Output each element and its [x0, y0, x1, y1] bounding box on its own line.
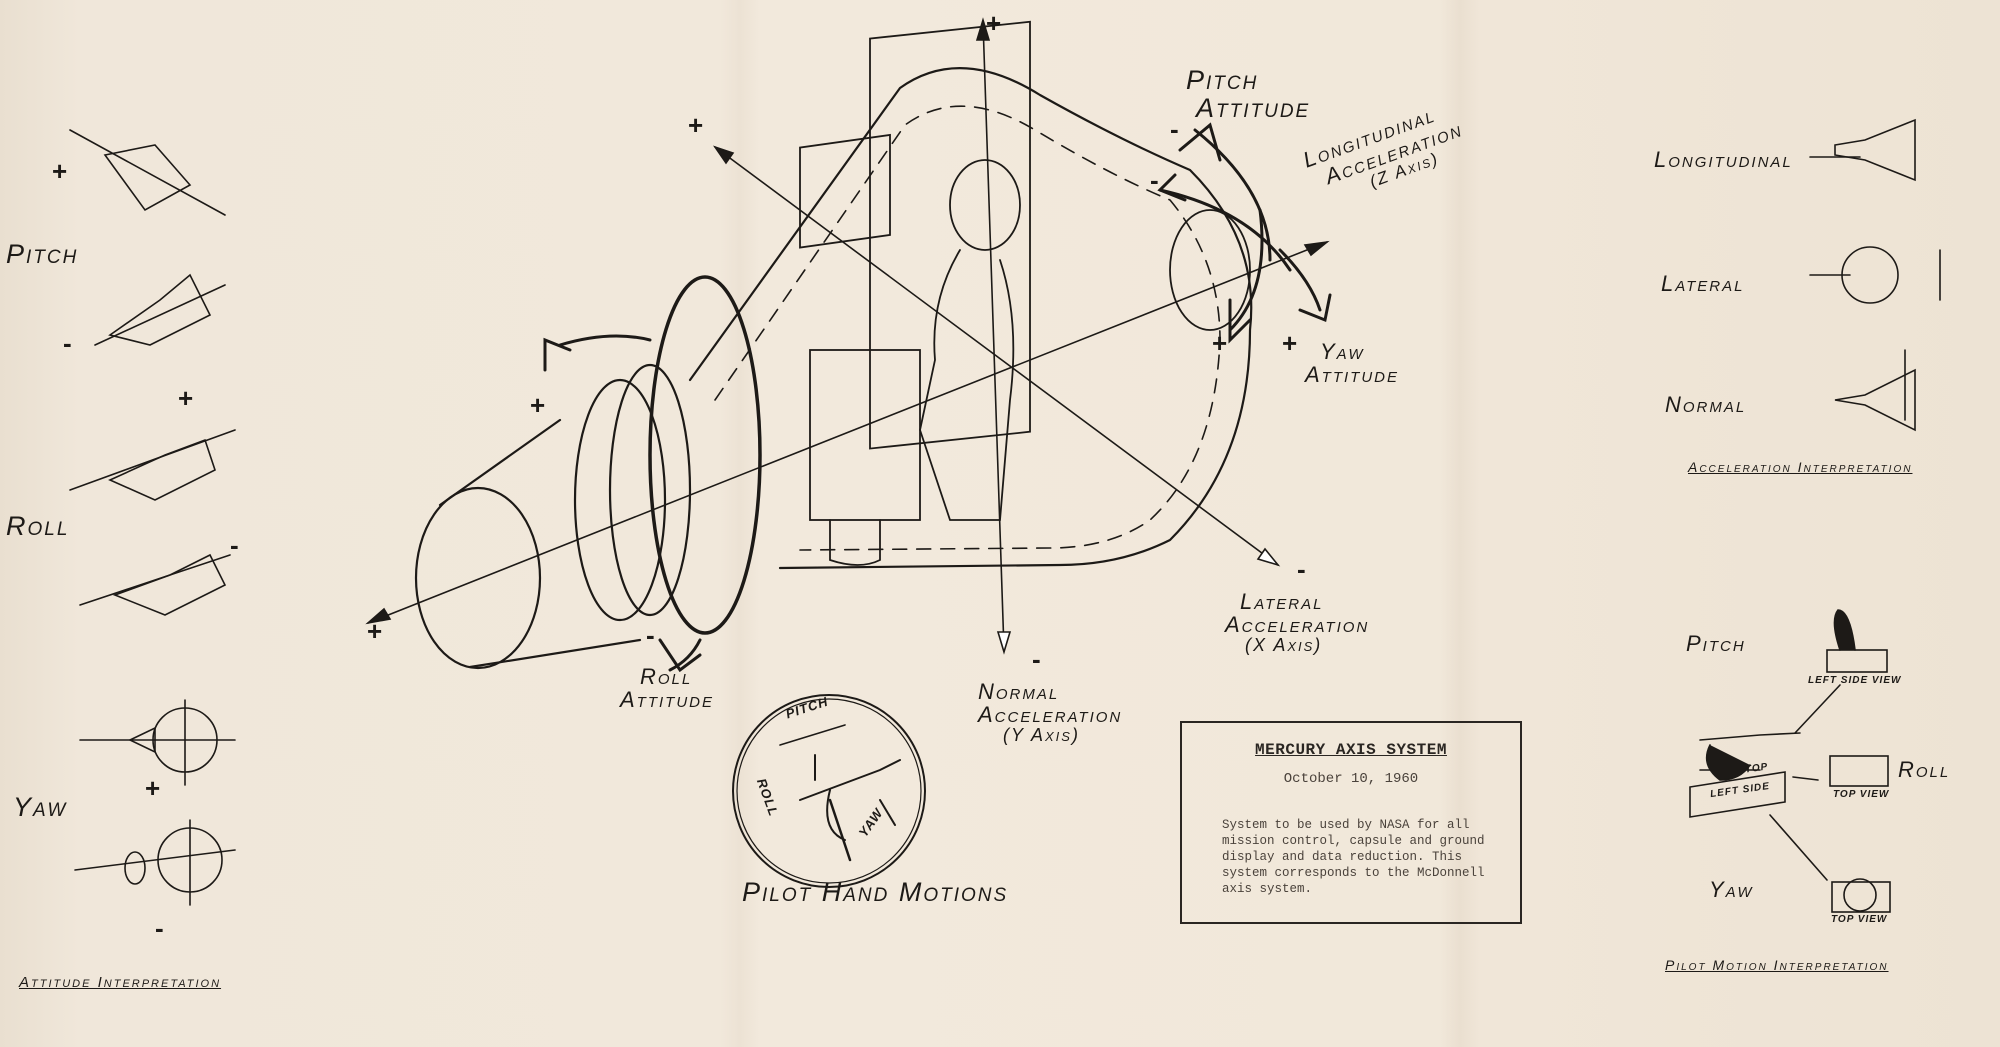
normal-axis	[975, 17, 1012, 655]
plus-sign: +	[145, 773, 161, 803]
acceleration-interpretation-caption: Acceleration Interpretation	[1688, 459, 1913, 475]
plus-sign: +	[178, 383, 194, 413]
label-line: Roll	[640, 664, 693, 689]
top-view-label: TOP VIEW	[1831, 914, 1888, 925]
label-line: Yaw	[1320, 339, 1365, 364]
label-line: Attitude	[1305, 362, 1399, 388]
plus-sign: +	[367, 616, 383, 646]
minus-sign: -	[1297, 554, 1306, 584]
right-pitch-label: Pitch	[1686, 631, 1746, 656]
right-longitudinal-label: Longitudinal	[1654, 147, 1793, 172]
normal-acceleration-label: Normal Acceleration (Y Axis)	[978, 680, 1122, 745]
mercury-axis-system-info-box: MERCURY AXIS SYSTEM October 10, 1960 Sys…	[1180, 721, 1522, 924]
plus-sign: +	[530, 390, 546, 420]
label-line: (Y Axis)	[1003, 725, 1080, 746]
plus-sign: +	[688, 110, 704, 140]
minus-sign: -	[1150, 165, 1159, 195]
pilot-hand-motions-inset	[732, 694, 926, 888]
label-line: (X Axis)	[1245, 635, 1323, 656]
capsule-outline	[688, 20, 1253, 570]
acceleration-icons	[1809, 118, 1941, 432]
label-line: Acceleration	[978, 702, 1123, 728]
right-yaw-label: Yaw	[1709, 877, 1754, 902]
rotation-arrows	[543, 122, 1332, 673]
info-title: MERCURY AXIS SYSTEM	[1255, 741, 1447, 759]
info-body: System to be used by NASA for all missio…	[1222, 818, 1485, 896]
info-date: October 10, 1960	[1283, 771, 1419, 787]
minus-sign: -	[1170, 114, 1179, 144]
minus-sign: -	[230, 530, 239, 560]
right-roll-label: Roll	[1898, 757, 1951, 782]
plus-sign: +	[52, 156, 68, 186]
pitch-attitude-label: Pitch Attitude	[1186, 66, 1310, 123]
label-line: Lateral	[1240, 589, 1324, 614]
plus-sign: +	[1282, 328, 1298, 358]
right-lateral-label: Lateral	[1661, 271, 1745, 296]
attitude-interpretation-caption: Attitude Interpretation	[19, 974, 222, 991]
label-line: Acceleration	[1225, 612, 1370, 638]
minus-sign: -	[646, 620, 655, 650]
pilot-motion-interpretation-caption: Pilot Motion Interpretation	[1665, 957, 1889, 973]
label-line: Attitude	[1196, 93, 1311, 124]
lateral-axis	[712, 145, 1281, 567]
left-roll-label: Roll	[6, 511, 70, 541]
minus-sign: -	[63, 328, 72, 358]
left-pitch-label: Pitch	[6, 239, 79, 269]
lateral-acceleration-label: Lateral Acceleration (X Axis)	[1225, 590, 1369, 655]
top-view-label: TOP VIEW	[1833, 789, 1890, 800]
roll-attitude-label: Roll Attitude	[620, 665, 714, 711]
left-side-view-label: LEFT SIDE VIEW	[1808, 675, 1902, 686]
plus-sign: +	[986, 8, 1002, 38]
label-line: Attitude	[620, 687, 714, 713]
label-line: Pitch	[1186, 65, 1259, 95]
longitudinal-axis	[365, 240, 1330, 625]
minus-sign: -	[1032, 644, 1041, 674]
plus-sign: +	[1212, 328, 1228, 358]
attitude-icons	[69, 129, 236, 906]
left-yaw-label: Yaw	[13, 792, 68, 822]
right-normal-label: Normal	[1665, 392, 1747, 417]
astronaut-figure	[799, 133, 1021, 566]
yaw-attitude-label: Yaw Attitude	[1305, 340, 1399, 386]
retro-pack-cylinder	[414, 275, 762, 670]
pilot-hand-motions-label: Pilot Hand Motions	[742, 877, 1009, 907]
pilot-motion-icons	[1689, 609, 1891, 913]
label-line: Normal	[978, 679, 1060, 704]
minus-sign: -	[155, 913, 164, 943]
